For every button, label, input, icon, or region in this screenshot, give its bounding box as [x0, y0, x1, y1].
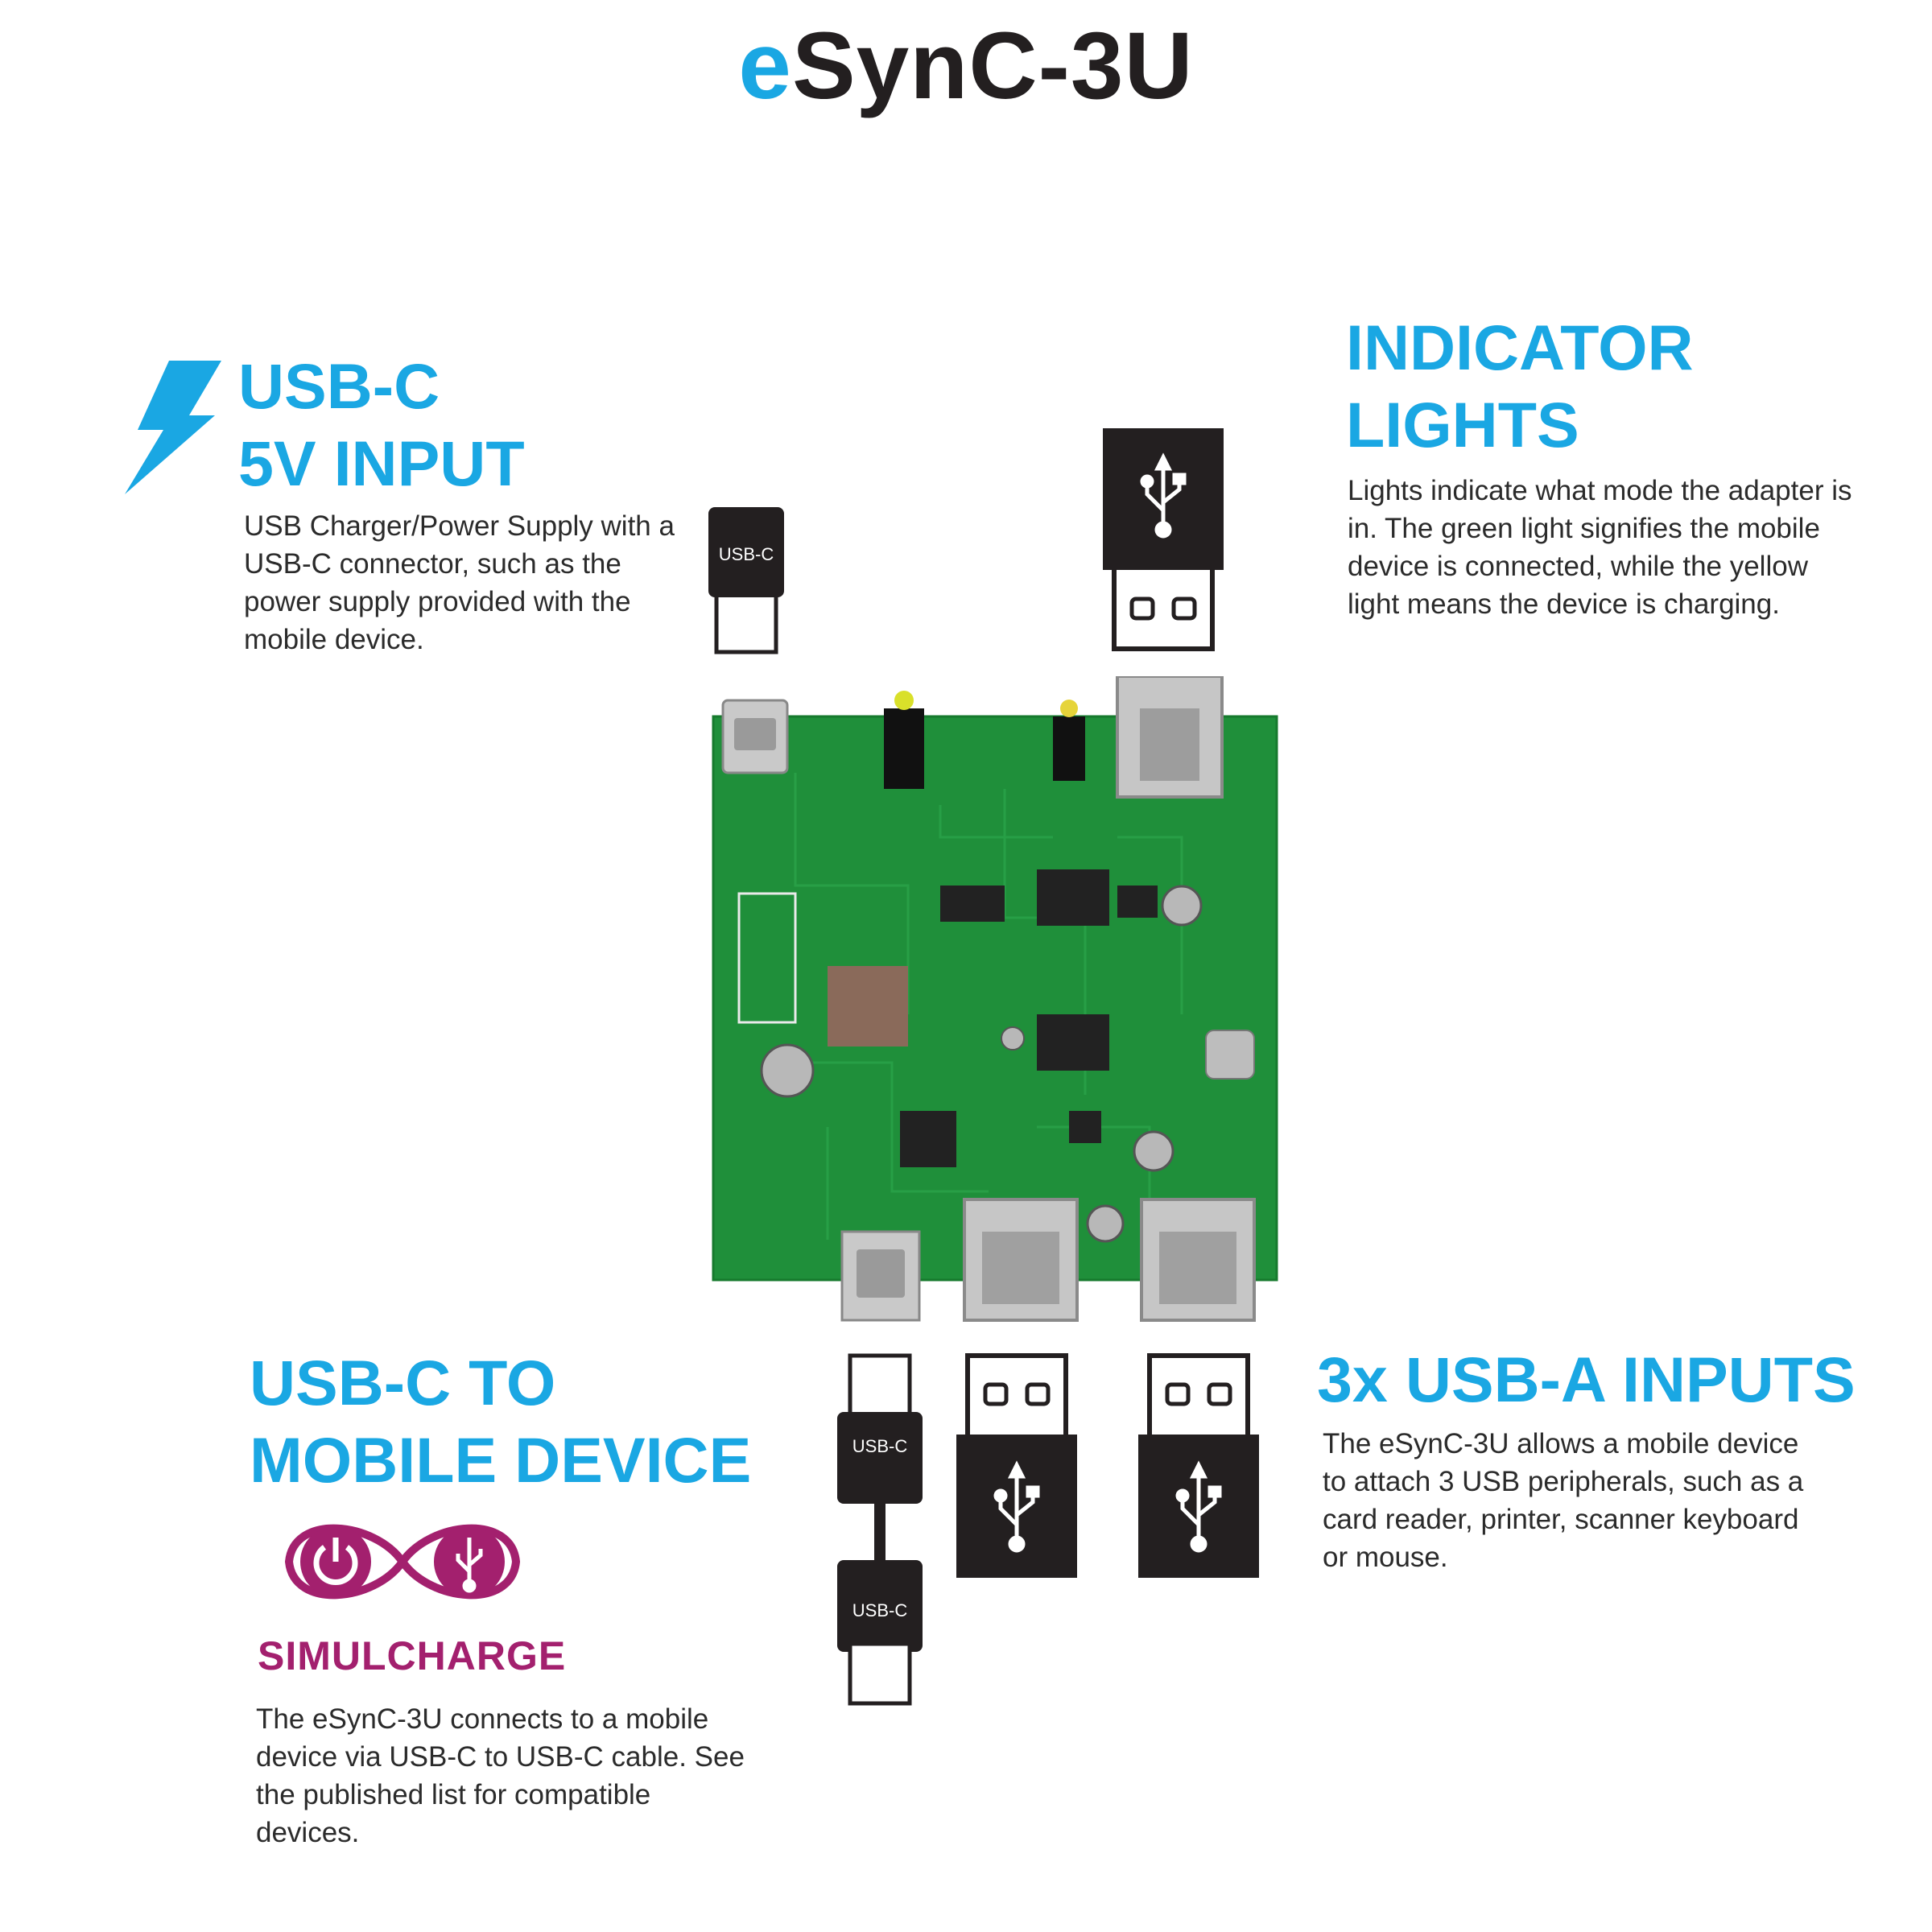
usb-c-to-mobile-heading: USB-C TO MOBILE DEVICE: [250, 1344, 751, 1499]
lightning-icon: [125, 361, 221, 494]
usb-c-input-connector-label: USB-C: [719, 544, 774, 564]
usb-a-inputs-description: The eSynC-3U allows a mobile device to a…: [1323, 1428, 1804, 1573]
usb-icon: [456, 1538, 483, 1593]
usb-c-input-heading: USB-C 5V INPUT: [238, 348, 525, 502]
usb-icon: [993, 1460, 1040, 1553]
usb-c-cable-icon: USB-C USB-C: [837, 1353, 923, 1706]
pcb-board-image: [712, 676, 1278, 1322]
indicator-lights-heading-line2: LIGHTS: [1346, 389, 1579, 460]
simulcharge-label: SIMULCHARGE: [258, 1633, 567, 1678]
cable-label-top: USB-C: [852, 1436, 908, 1456]
usb-c-input-heading-line1: USB-C: [238, 350, 440, 422]
usb-c-input-heading-line2: 5V INPUT: [238, 427, 525, 499]
usb-a-connector-top: [1103, 428, 1224, 651]
indicator-lights-description: Lights indicate what mode the adapter is…: [1348, 475, 1852, 620]
title-rest: SynC-3U: [791, 13, 1194, 119]
page-title: eSynC-3U: [0, 14, 1932, 119]
usb-c-to-mobile-description: The eSynC-3U connects to a mobile device…: [256, 1703, 745, 1848]
title-prefix: e: [738, 13, 792, 119]
usb-icon: [1140, 452, 1187, 539]
simulcharge-logo-icon: [284, 1524, 521, 1600]
indicator-lights-heading-line1: INDICATOR: [1346, 312, 1694, 383]
usb-c-input-connector-icon: USB-C: [708, 507, 784, 654]
cable-label-bottom: USB-C: [852, 1600, 908, 1620]
usb-a-inputs-heading: 3x USB-A INPUTS: [1317, 1344, 1856, 1415]
usb-a-connector-bottom-2: [1138, 1353, 1259, 1578]
indicator-lights-heading: INDICATOR LIGHTS: [1346, 309, 1694, 464]
usb-c-input-description: USB Charger/Power Supply with a USB-C co…: [244, 510, 675, 655]
usb-c-to-mobile-heading-line2: MOBILE DEVICE: [250, 1424, 752, 1496]
usb-icon: [1175, 1460, 1222, 1553]
power-icon: [313, 1538, 358, 1585]
usb-a-connector-bottom-1: [956, 1353, 1077, 1578]
usb-c-to-mobile-heading-line1: USB-C TO: [250, 1347, 556, 1418]
